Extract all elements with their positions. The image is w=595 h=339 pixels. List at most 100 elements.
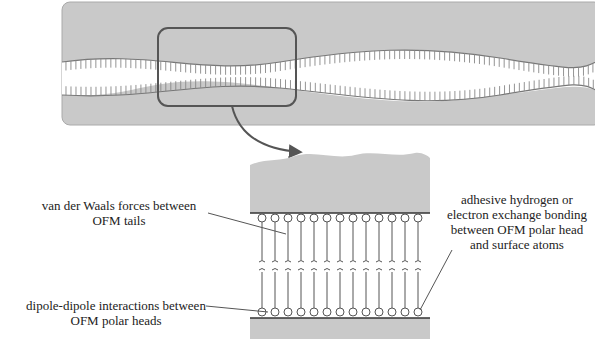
molecule-tail xyxy=(314,57,315,66)
molecule-tail xyxy=(340,222,341,260)
molecule-tail xyxy=(418,222,419,260)
molecule-tail xyxy=(205,65,206,74)
molecule-tail xyxy=(419,50,420,59)
polar-head xyxy=(349,308,357,316)
polar-head xyxy=(401,308,409,316)
molecule-tail xyxy=(105,87,106,96)
molecule-tail xyxy=(533,63,534,72)
molecule-tail xyxy=(140,85,141,94)
molecule-tail xyxy=(504,59,505,68)
molecule-tail xyxy=(389,90,390,99)
molecule-tail xyxy=(568,68,569,77)
molecule-tail xyxy=(105,59,106,68)
polar-head xyxy=(375,308,383,316)
break-mark xyxy=(324,261,330,263)
molecule-tail xyxy=(115,86,116,95)
molecule-tail xyxy=(185,80,186,89)
molecule-tail xyxy=(558,77,559,86)
molecule-tail xyxy=(394,91,395,100)
molecule-tail xyxy=(353,272,354,308)
molecule-tail xyxy=(568,76,569,85)
molecule-tail xyxy=(464,53,465,62)
molecule-tail xyxy=(170,82,171,91)
molecule-tail xyxy=(185,63,186,72)
break-mark xyxy=(363,269,369,271)
molecule-tail xyxy=(454,52,455,61)
molecule-tail xyxy=(345,86,346,95)
molecule-tail xyxy=(300,59,301,68)
molecule-tail xyxy=(434,92,435,101)
molecule-tail xyxy=(240,66,241,75)
molecule-tail xyxy=(145,60,146,69)
molecule-tail xyxy=(270,78,271,87)
molecule-tail xyxy=(85,60,86,69)
molecule-tail xyxy=(439,51,440,60)
molecule-tail xyxy=(245,66,246,75)
annotation-label: van der Waals forces between OFM tails xyxy=(30,198,208,228)
molecule-tail xyxy=(75,87,76,96)
molecule-tail xyxy=(225,66,226,75)
molecule-tail xyxy=(85,87,86,96)
break-mark xyxy=(376,261,382,263)
break-mark xyxy=(389,269,395,271)
molecule-tail xyxy=(449,52,450,61)
inset-bottom-surface xyxy=(250,318,430,339)
upper-surface xyxy=(62,50,595,68)
molecule-tail xyxy=(399,91,400,100)
molecule-tail xyxy=(329,55,330,64)
molecule-tail xyxy=(444,91,445,100)
polar-head xyxy=(284,214,292,222)
molecule-tail xyxy=(404,91,405,100)
polar-head xyxy=(388,214,396,222)
break-mark xyxy=(298,261,304,263)
molecule-tail xyxy=(120,59,121,68)
molecule-tail xyxy=(90,87,91,96)
polar-head xyxy=(258,214,266,222)
molecule-tail xyxy=(392,272,393,308)
break-mark xyxy=(311,261,317,263)
break-mark xyxy=(324,269,330,271)
molecule-tail xyxy=(210,78,211,87)
molecule-tail xyxy=(504,85,505,94)
molecule-tail xyxy=(80,60,81,69)
molecule-tail xyxy=(314,272,315,308)
molecule-tail xyxy=(310,57,311,66)
molecule-tail xyxy=(150,84,151,93)
polar-head xyxy=(284,308,292,316)
break-mark xyxy=(298,269,304,271)
polar-head xyxy=(362,214,370,222)
molecule-tail xyxy=(509,84,510,93)
molecule-tail xyxy=(454,91,455,100)
molecule-tail xyxy=(255,77,256,86)
molecule-tail xyxy=(160,83,161,92)
molecule-tail xyxy=(379,222,380,260)
molecule-tail xyxy=(155,83,156,92)
molecule-tail xyxy=(215,78,216,87)
molecule-tail xyxy=(353,222,354,260)
molecule-tail xyxy=(200,65,201,74)
molecule-tail xyxy=(65,86,66,95)
molecule-tail xyxy=(100,59,101,68)
molecule-tail xyxy=(190,80,191,89)
molecule-tail xyxy=(514,60,515,69)
molecule-tail xyxy=(220,78,221,87)
molecule-tail xyxy=(230,66,231,75)
molecule-tail xyxy=(325,84,326,93)
molecule-tail xyxy=(384,90,385,99)
polar-head xyxy=(323,308,331,316)
molecule-tail xyxy=(70,61,71,70)
molecule-tail xyxy=(240,77,241,86)
molecule-tail xyxy=(265,64,266,73)
molecule-tail xyxy=(593,80,594,89)
molecule-tail xyxy=(474,54,475,63)
molecule-tail xyxy=(355,87,356,96)
molecule-tail xyxy=(301,272,302,308)
polar-head xyxy=(297,308,305,316)
molecule-tail xyxy=(327,222,328,260)
polar-head xyxy=(375,214,383,222)
break-mark xyxy=(350,269,356,271)
molecule-tail xyxy=(280,62,281,71)
molecule-tail xyxy=(175,81,176,90)
molecule-tail xyxy=(424,92,425,101)
break-mark xyxy=(259,261,265,263)
